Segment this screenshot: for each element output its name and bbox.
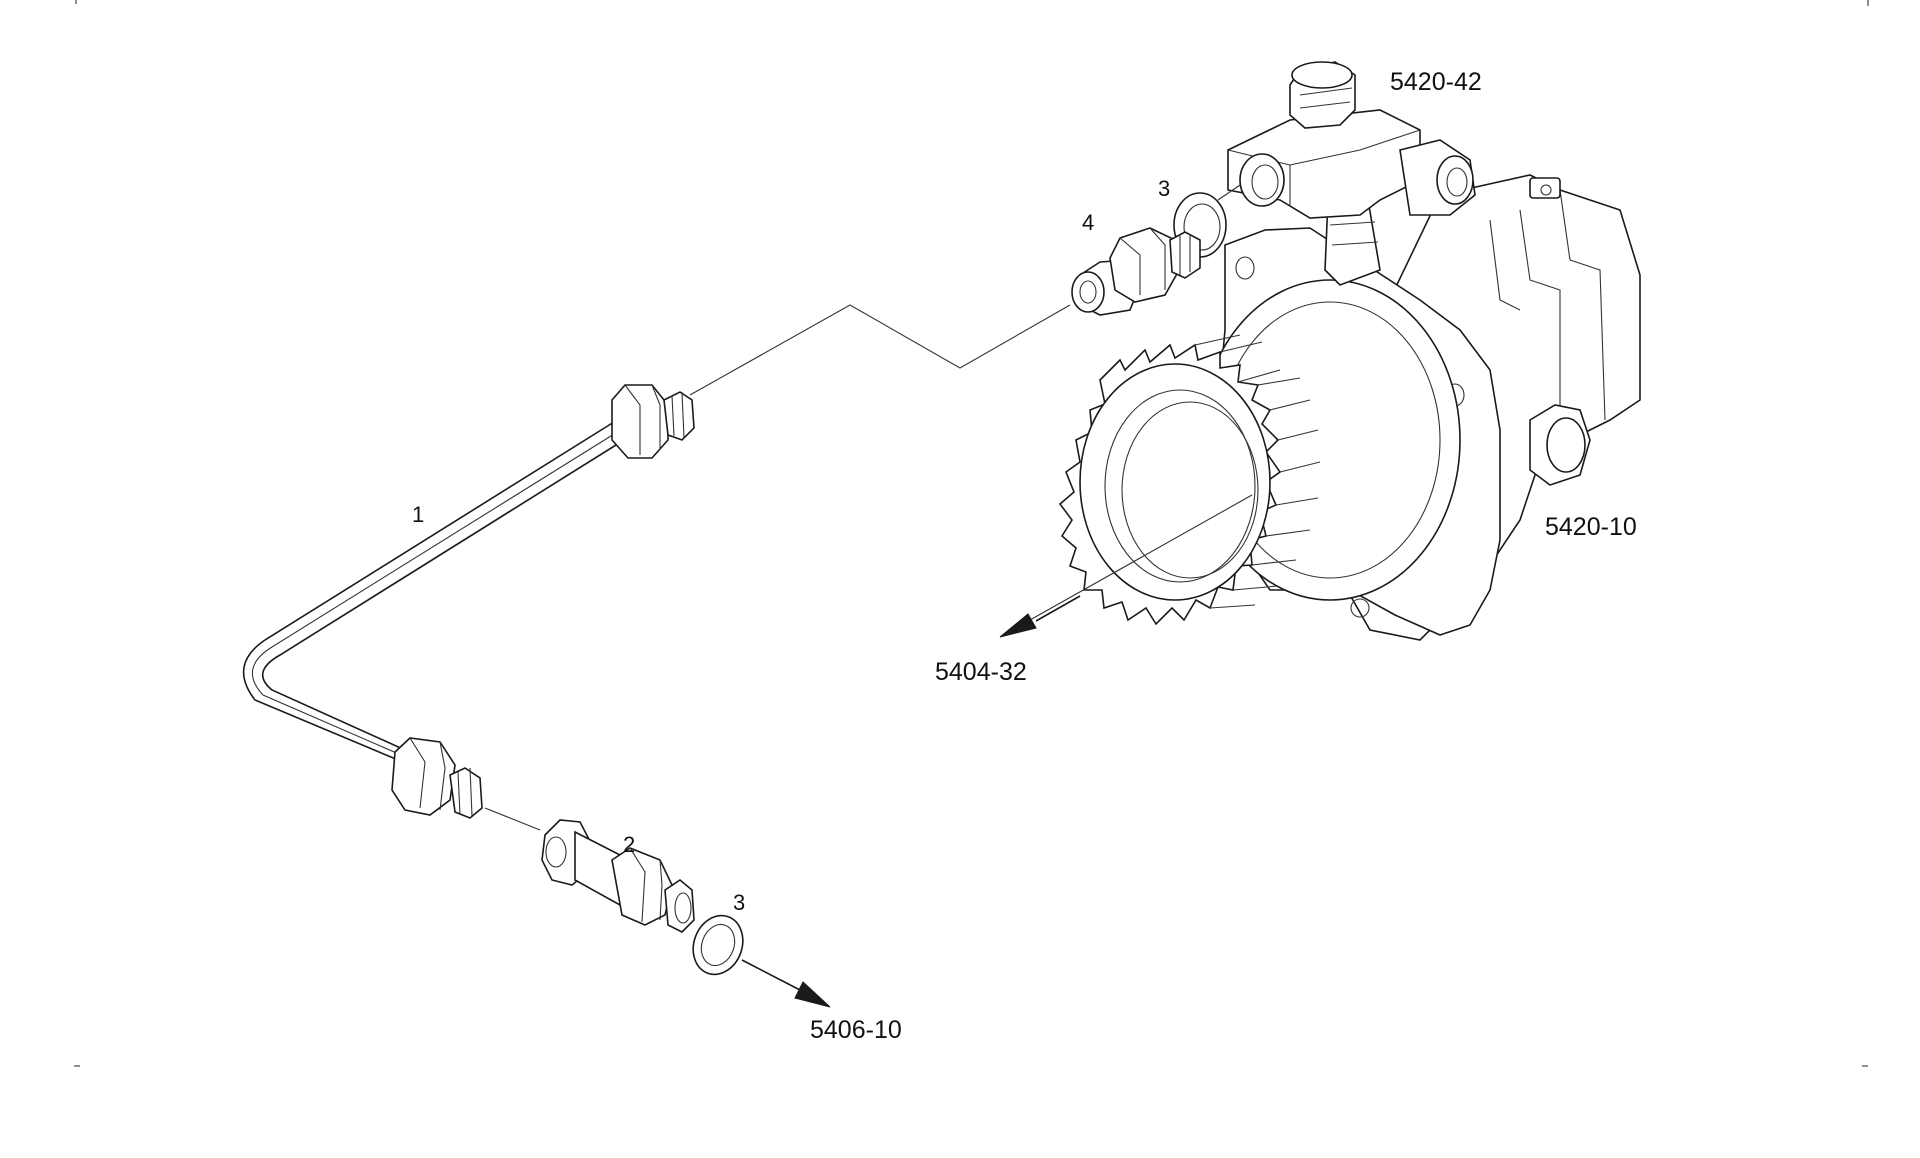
- pump-top-connector: [1217, 61, 1476, 286]
- union-fitting-lower: [541, 819, 695, 933]
- gear-arrow: [999, 613, 1037, 638]
- fuel-tube: [242, 384, 695, 819]
- pump-assembly: [999, 174, 1641, 641]
- callout-item-4: 4: [1082, 210, 1094, 235]
- ref-label-5406-10: 5406-10: [810, 1016, 902, 1044]
- outlet-leader-line: [741, 959, 801, 991]
- pump-drive-gear: [1058, 334, 1321, 626]
- union-fitting-upper: [1071, 227, 1201, 316]
- gear-leader-line: [1029, 494, 1253, 621]
- tee-port-left: [1239, 153, 1285, 207]
- pump-top-lug: [1529, 177, 1561, 199]
- ref-label-5420-42: 5420-42: [1390, 68, 1482, 96]
- ref-label-5404-32: 5404-32: [935, 658, 1027, 686]
- leader-fitting4-to-tube: [689, 304, 1071, 396]
- callout-item-3-lower: 3: [733, 890, 745, 915]
- callout-item-2: 2: [623, 832, 635, 857]
- callout-item-3-upper: 3: [1158, 176, 1170, 201]
- ref-label-5420-10: 5420-10: [1545, 513, 1637, 541]
- callout-item-1: 1: [412, 502, 424, 527]
- washer-lower: [692, 914, 744, 976]
- outlet-arrow: [794, 981, 831, 1008]
- crop-marks: [74, 0, 1869, 1067]
